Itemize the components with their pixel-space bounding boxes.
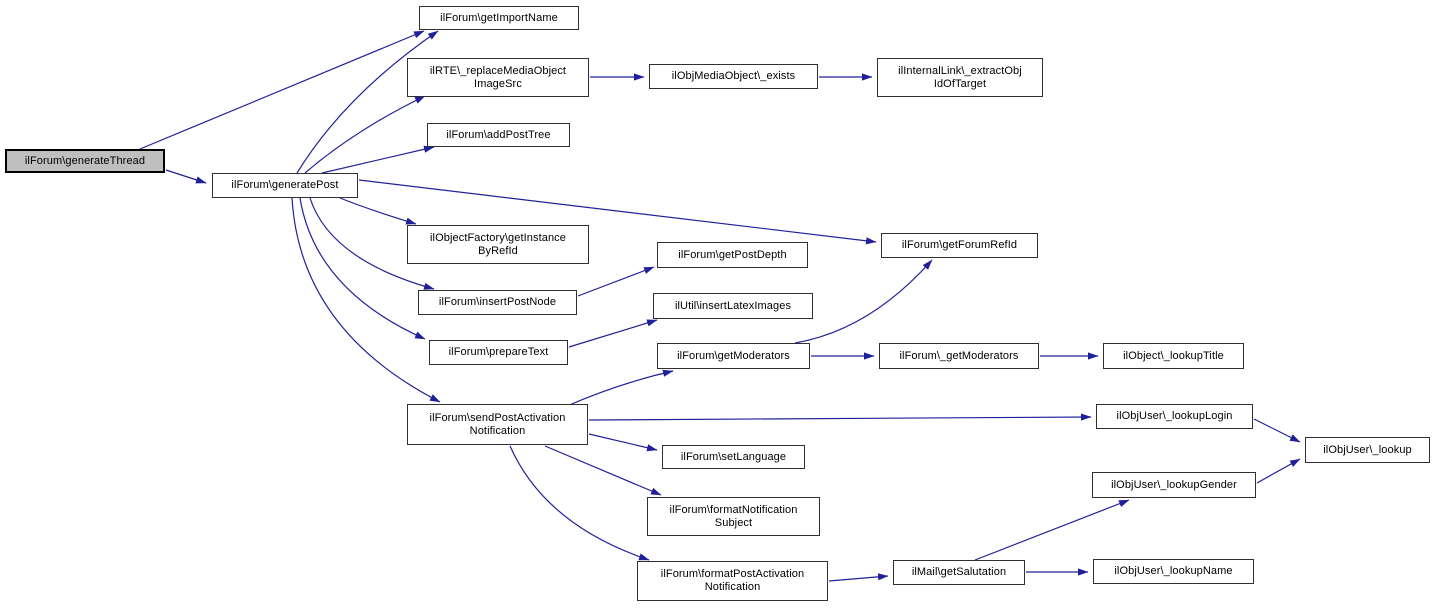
node-sendPostActivationNotification[interactable]: ilForum\sendPostActivation Notification (407, 404, 588, 445)
edge-generatePost-to-replaceMediaObjectImageSrc (304, 95, 426, 174)
edge-sendPostActivationNotification-to-formatNotificationSubject (544, 445, 662, 496)
node-insertPostNode[interactable]: ilForum\insertPostNode (418, 290, 577, 315)
node-setLanguage[interactable]: ilForum\setLanguage (662, 445, 805, 469)
node-generatePost[interactable]: ilForum\generatePost (212, 173, 358, 198)
edge-generatePost-to-getForumRefId (358, 179, 877, 245)
node-getPostDepth[interactable]: ilForum\getPostDepth (657, 242, 808, 268)
edge-sendPostActivationNotification-to-getModerators (566, 369, 674, 407)
node-lookupGender[interactable]: ilObjUser\_lookupGender (1092, 472, 1256, 498)
node-getForumRefId[interactable]: ilForum\getForumRefId (881, 233, 1038, 258)
node-getModeratorsStatic[interactable]: ilForum\_getModerators (879, 343, 1039, 369)
edge-generatePost-to-addPostTree (321, 145, 435, 174)
node-insertLatexImages[interactable]: ilUtil\insertLatexImages (653, 293, 813, 319)
edge-sendPostActivationNotification-to-formatPostActivationNotification (509, 445, 650, 561)
node-generateThread: ilForum\generateThread (5, 149, 165, 173)
edge-generatePost-to-sendPostActivationNotification (291, 197, 441, 403)
node-lookupTitle[interactable]: ilObject\_lookupTitle (1103, 343, 1244, 369)
node-prepareText[interactable]: ilForum\prepareText (429, 340, 568, 365)
node-getModerators[interactable]: ilForum\getModerators (657, 343, 810, 369)
node-replaceMediaObjectImageSrc[interactable]: ilRTE\_replaceMediaObject ImageSrc (407, 58, 589, 97)
edge-generatePost-to-getInstanceByRefId (339, 197, 417, 225)
edge-prepareText-to-insertLatexImages (568, 319, 658, 348)
node-formatPostActivationNotification[interactable]: ilForum\formatPostActivation Notificatio… (637, 561, 828, 601)
edge-generateThread-to-generatePost (165, 169, 207, 184)
edge-sendPostActivationNotification-to-lookupLogin (588, 413, 1092, 421)
edge-generatePost-to-getImportName (296, 30, 439, 174)
node-addPostTree[interactable]: ilForum\addPostTree (427, 123, 570, 147)
node-mediaObjectExists[interactable]: ilObjMediaObject\_exists (649, 64, 818, 89)
node-getSalutation[interactable]: ilMail\getSalutation (893, 560, 1025, 585)
edge-formatPostActivationNotification-to-getSalutation (828, 573, 889, 582)
edge-generatePost-to-insertPostNode (309, 197, 435, 290)
node-getInstanceByRefId[interactable]: ilObjectFactory\getInstance ByRefId (407, 225, 589, 264)
node-lookupName[interactable]: ilObjUser\_lookupName (1093, 559, 1254, 584)
edge-sendPostActivationNotification-to-setLanguage (588, 433, 658, 452)
edge-lookupGender-to-lookup (1256, 458, 1301, 484)
node-extractObjIdOfTarget[interactable]: ilInternalLink\_extractObj IdOfTarget (877, 58, 1043, 97)
edge-getModerators-to-getForumRefId (794, 259, 933, 344)
edge-getSalutation-to-lookupGender (974, 499, 1130, 561)
edge-generateThread-to-getImportName (139, 30, 425, 150)
edge-generatePost-to-prepareText (299, 197, 426, 340)
node-getImportName[interactable]: ilForum\getImportName (419, 6, 579, 30)
node-formatNotificationSubject[interactable]: ilForum\formatNotification Subject (647, 497, 820, 536)
node-lookup[interactable]: ilObjUser\_lookup (1305, 437, 1430, 463)
edge-lookupLogin-to-lookup (1253, 418, 1301, 443)
edge-insertPostNode-to-getPostDepth (577, 266, 655, 297)
node-lookupLogin[interactable]: ilObjUser\_lookupLogin (1096, 404, 1253, 429)
